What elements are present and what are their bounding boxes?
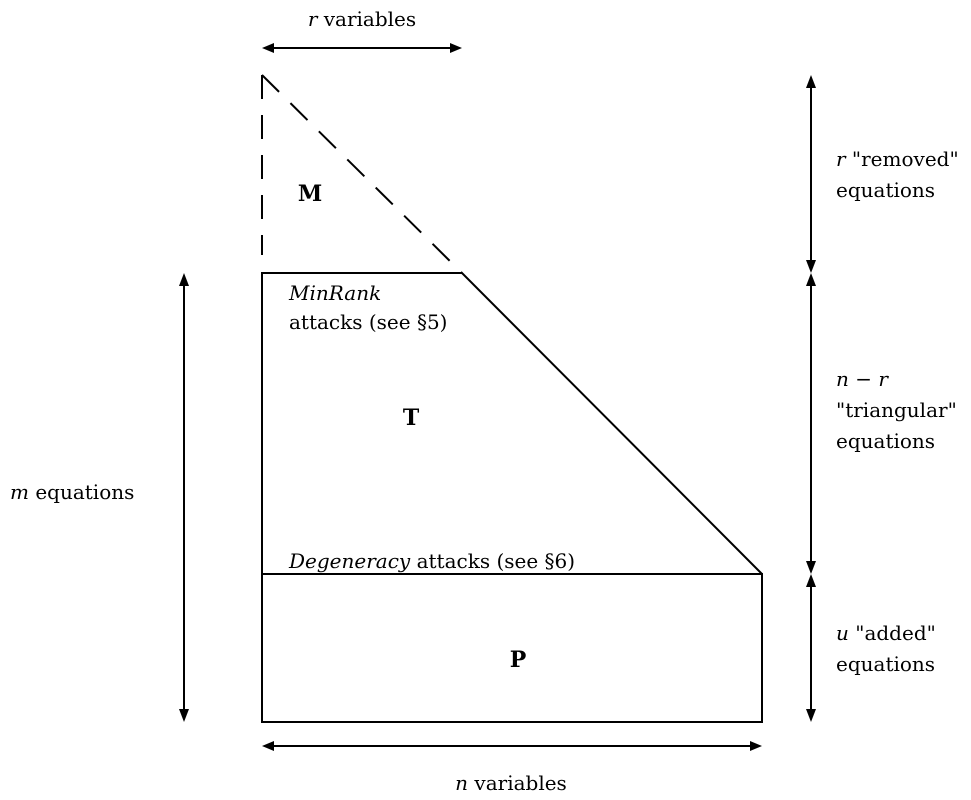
triangular-equations-dimension: n − r "triangular" equations [806, 273, 957, 574]
p-block-label: P [510, 647, 527, 673]
minrank-annotation: MinRank [288, 281, 381, 305]
r-variables-label: r variables [308, 7, 416, 31]
m-equations-label: m equations [10, 480, 134, 504]
p-block: P [261, 573, 763, 723]
removed-equations-label-line2: equations [836, 178, 935, 202]
t-block-label: T [403, 405, 420, 431]
m-equations-dimension: m equations [10, 273, 189, 722]
t-block: T MinRank attacks (see §5) Degeneracy at… [261, 272, 763, 575]
triangular-equations-label-line3: equations [836, 429, 935, 453]
triangular-equations-label-line2: "triangular" [836, 398, 957, 422]
removed-equations-label-line1: r "removed" [836, 147, 959, 171]
added-equations-dimension: u "added" equations [806, 574, 936, 722]
added-equations-label-line2: equations [836, 652, 935, 676]
n-variables-label: n variables [455, 771, 567, 795]
n-variables-dimension: n variables [262, 741, 762, 795]
removed-equations-dimension: r "removed" equations [806, 75, 959, 273]
m-block: M [261, 74, 463, 274]
triangular-equations-label-line1: n − r [836, 367, 889, 391]
minrank-annotation-detail: attacks (see §5) [289, 310, 448, 334]
r-variables-dimension: r variables [262, 7, 462, 53]
m-block-label: M [298, 181, 322, 207]
degeneracy-annotation: Degeneracy attacks (see §6) [288, 549, 575, 573]
added-equations-label-line1: u "added" [836, 621, 936, 645]
